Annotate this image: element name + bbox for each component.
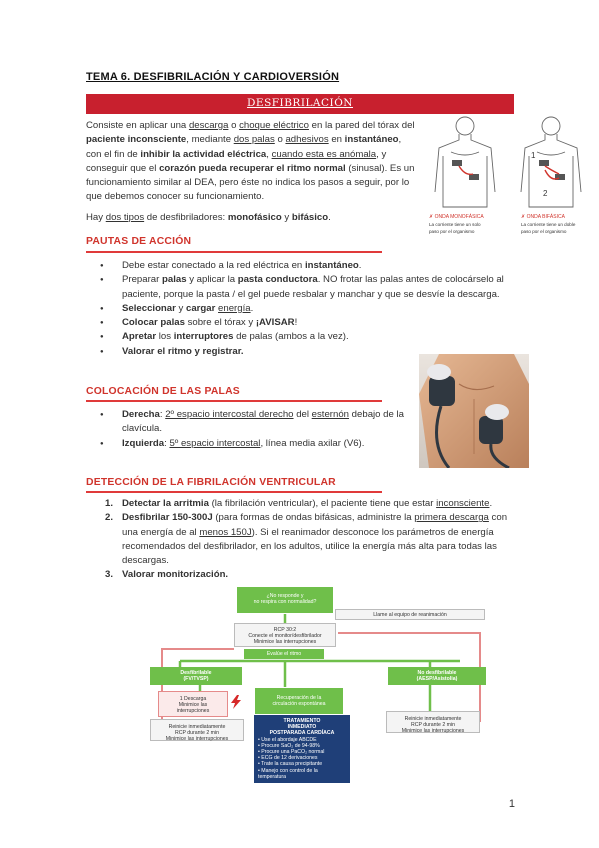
treatment-item: • Trate la causa precipitante bbox=[258, 761, 323, 768]
torso-diagrams: 1 2 ✗ ONDA MONOFÁSICA La corriente tiene… bbox=[429, 116, 582, 234]
intro-line: con el fin de inhibir la actividad eléct… bbox=[86, 148, 387, 160]
list-item: Izquierda: 5º espacio intercostal, línea… bbox=[100, 437, 422, 452]
detection-steps-list: 1.Detectar la arritmia (la fibrilación v… bbox=[105, 497, 517, 583]
flow-shockable: Desfibrilable (FV/TVSP) bbox=[150, 667, 242, 685]
flow-nonshockable: No desfibrilable (AESP/Asistolia) bbox=[388, 667, 486, 685]
treatment-item: • ECG de 12 derivaciones bbox=[258, 755, 318, 762]
document-title: TEMA 6. DESFIBRILACIÓN Y CARDIOVERSIÓN bbox=[86, 71, 340, 83]
list-item: Colocar palas sobre el tórax y ¡AVISAR! bbox=[100, 316, 517, 331]
flow-shock-box: 1 Descarga Minimice las interrupciones bbox=[158, 691, 228, 717]
intro-line: que debemos conocer su funcionamiento. bbox=[86, 191, 265, 203]
section-underline bbox=[86, 251, 382, 253]
section-heading-pautas: PAUTAS DE ACCIÓN bbox=[86, 236, 192, 247]
defibrillation-photo bbox=[419, 354, 529, 468]
list-item: 1.Detectar la arritmia (la fibrilación v… bbox=[105, 498, 493, 509]
treatment-item: • Procure una PaCO₂ normal bbox=[258, 749, 325, 756]
waveform-illustration: 1 2 ✗ ONDA MONOFÁSICA La corriente tiene… bbox=[425, 112, 595, 242]
flow-treatment-box: TRATAMIENTO INMEDIATO POSTPARADA CARDÍAC… bbox=[254, 715, 350, 783]
intro-paragraph: Consiste en aplicar una descarga o choqu… bbox=[86, 119, 426, 205]
list-item: 2.Desfibrilar 150-300J (para formas de o… bbox=[105, 512, 508, 567]
flow-rcp-box: RCP 30:2 Conecte el monitor/desfibrilado… bbox=[234, 623, 336, 647]
section-heading-colocacion: COLOCACIÓN DE LAS PALAS bbox=[86, 386, 240, 397]
resuscitation-flowchart: ¿No responde y no respira con normalidad… bbox=[150, 585, 488, 785]
intro-line: conseguir que el corazón pueda recuperar… bbox=[86, 162, 415, 174]
list-item: Seleccionar y cargar energía. bbox=[100, 302, 517, 317]
list-item: 3.Valorar monitorización. bbox=[105, 569, 229, 581]
intro-line: Consiste en aplicar una descarga o choqu… bbox=[86, 120, 415, 131]
treatment-item: • Procure SaO₂ de 94-98% bbox=[258, 742, 320, 749]
monophasic-caption-line: La corriente tiene un solo bbox=[429, 222, 481, 227]
flow-evaluate-rhythm: Evalúe el ritmo bbox=[244, 649, 324, 659]
monophasic-caption-line: paso por el organismo bbox=[429, 229, 475, 234]
label-2: 2 bbox=[543, 189, 548, 198]
biphasic-caption-line: La corriente tiene un doble bbox=[521, 222, 576, 227]
list-item: Valorar el ritmo y registrar. bbox=[100, 345, 517, 360]
treatment-item: • Use el abordaje ABCDE bbox=[258, 736, 317, 743]
biphasic-caption-line: paso por el organismo bbox=[521, 229, 567, 234]
flow-call-team: Llame al equipo de reanimación bbox=[335, 609, 485, 620]
paddle-placement-list: Derecha: 2º espacio intercostal derecho … bbox=[100, 408, 422, 452]
section-banner: DESFIBRILACIÓN bbox=[86, 94, 514, 114]
flow-resume-left: Reinicie inmediatamente RCP durante 2 mi… bbox=[150, 719, 244, 742]
banner-title: DESFIBRILACIÓN bbox=[246, 97, 353, 109]
intro-line: paciente inconsciente, mediante dos pala… bbox=[86, 134, 402, 146]
flow-start-box: ¿No responde y no respira con normalidad… bbox=[237, 587, 333, 613]
treatment-item: • Manejo con control de la temperatura bbox=[258, 767, 318, 780]
section-heading-deteccion: DETECCIÓN DE LA FIBRILACIÓN VENTRICULAR bbox=[86, 477, 336, 488]
monophasic-caption-title: ✗ ONDA MONOFÁSICA bbox=[429, 213, 484, 220]
intro-line: funcionamiento similar al DEA, pero éste… bbox=[86, 177, 410, 189]
list-item: Derecha: 2º espacio intercostal derecho … bbox=[100, 408, 422, 437]
flow-rosc-box: Recuperación de la circulación espontáne… bbox=[255, 688, 343, 714]
section-underline bbox=[86, 400, 382, 402]
biphasic-caption-title: ✗ ONDA BIFÁSICA bbox=[521, 213, 566, 220]
treatment-title: TRATAMIENTO INMEDIATO POSTPARADA CARDÍAC… bbox=[269, 718, 335, 737]
list-item: Preparar palas y aplicar la pasta conduc… bbox=[100, 273, 517, 302]
list-item: Debe estar conectado a la red eléctrica … bbox=[100, 259, 517, 274]
lightning-icon bbox=[230, 695, 242, 709]
page-number: 1 bbox=[508, 798, 515, 810]
flow-resume-right: Reinicie inmediatamente RCP durante 2 mi… bbox=[386, 711, 480, 734]
action-steps-list: Debe estar conectado a la red eléctrica … bbox=[100, 259, 517, 360]
list-item: Apretar los interruptores de palas (ambo… bbox=[100, 330, 517, 345]
section-underline bbox=[86, 491, 382, 493]
label-1: 1 bbox=[531, 151, 536, 160]
defibrillator-types: Hay dos tipos de desfibriladores: monofá… bbox=[86, 212, 331, 223]
